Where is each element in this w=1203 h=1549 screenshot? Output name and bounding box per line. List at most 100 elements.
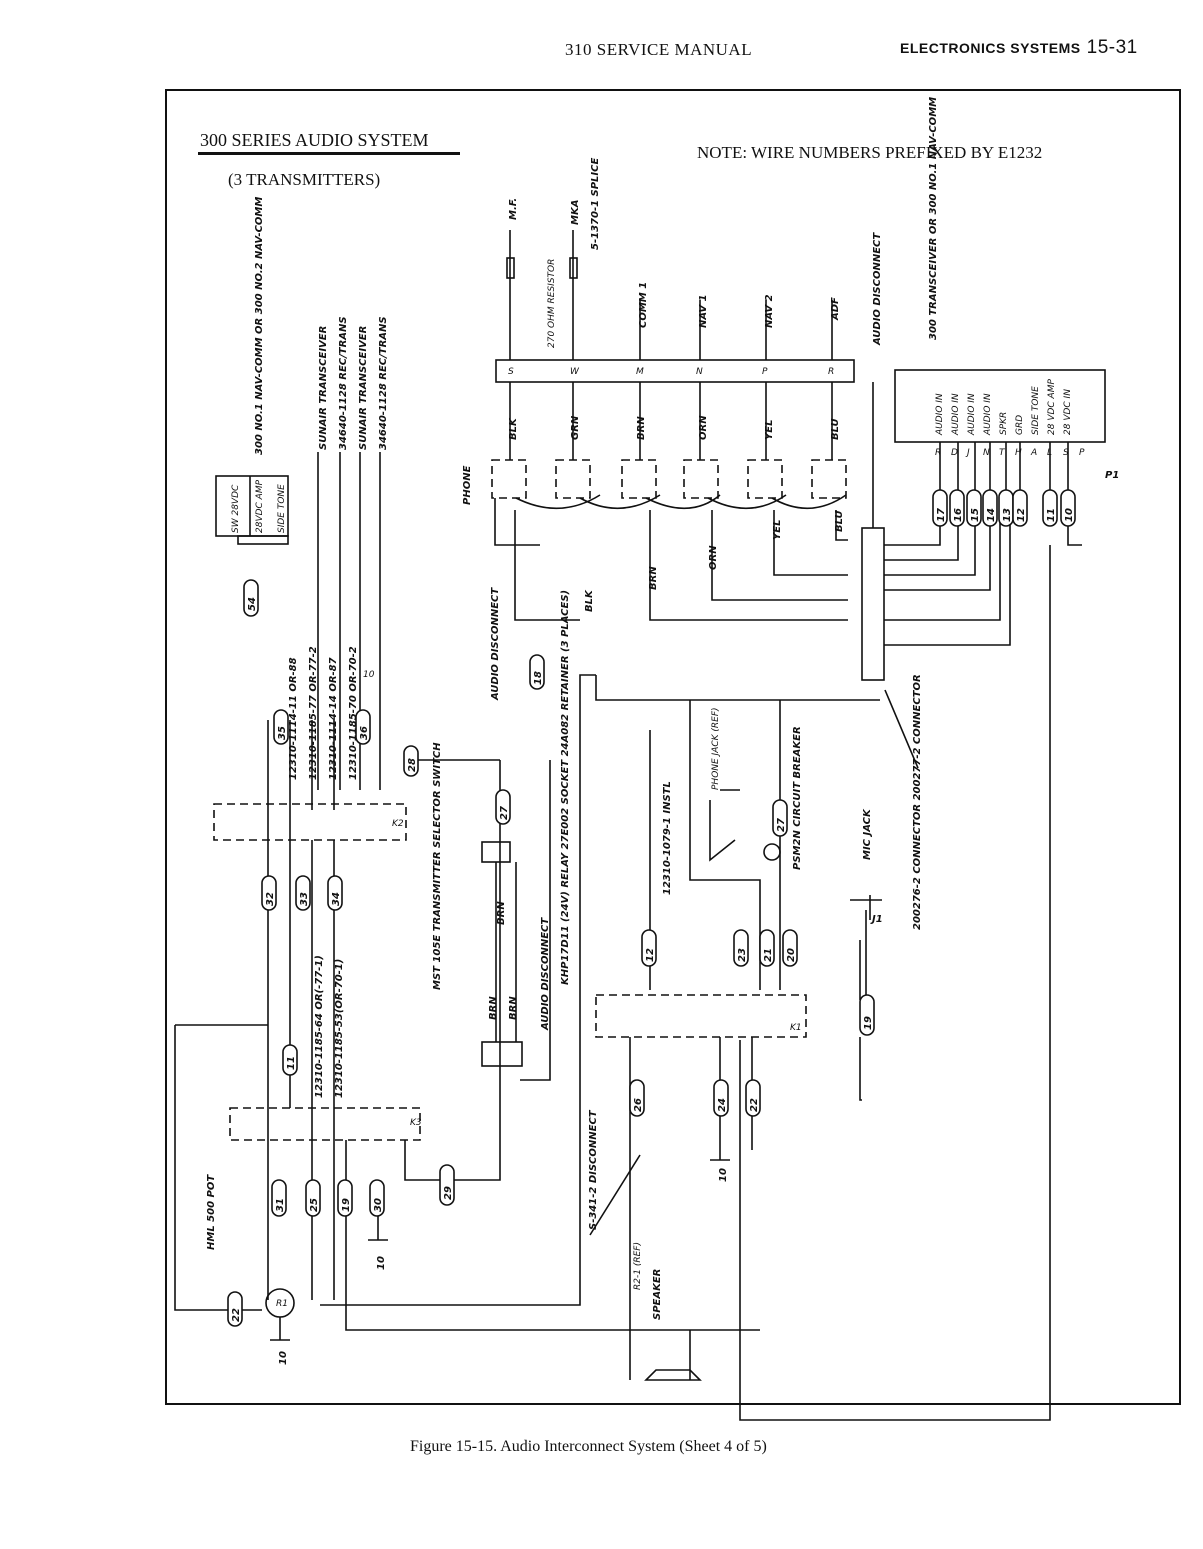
pin-letter-9: S: [1063, 448, 1069, 458]
terminal-letter-2: W: [570, 367, 580, 377]
page-number: 15-31: [1086, 37, 1138, 58]
phone-jack-label: PHONE JACK (REF): [711, 707, 721, 790]
sunair-label-1: SUNAIR TRANSCEIVER: [318, 326, 329, 450]
terminal-letter-6: R: [828, 367, 834, 377]
j1-label: J1: [870, 914, 883, 925]
wire-tag-18: 24: [717, 1098, 728, 1112]
terminal-letter-3: M: [636, 367, 644, 377]
wire-tag-21: 20: [786, 948, 797, 962]
terminal-letter-5: P: [762, 367, 768, 377]
wire-label-1: 12310-1114-11 OR-88: [288, 657, 299, 780]
pin-letter-6: H: [1015, 448, 1022, 458]
terminal-letter-4: N: [696, 367, 703, 377]
wire-label-6: 12310-1185-53(OR-70-1): [334, 959, 345, 1098]
terminal-strip-mid: [861, 527, 885, 681]
yel-label-mid: YEL: [772, 520, 783, 540]
brn-label-top: BRN: [636, 416, 647, 440]
relay-k1-label: K1: [790, 1023, 802, 1033]
terminal-strip-top: [495, 359, 855, 383]
wire-tag-29: 12: [1016, 508, 1027, 522]
blu-label-mid: BLU: [834, 510, 845, 532]
pin-label-7: SIDE TONE: [1031, 386, 1041, 435]
diagram-title: 300 SERIES AUDIO SYSTEM: [200, 130, 429, 150]
wire-tag-17: 26: [633, 1098, 644, 1112]
blk-label-mid: BLK: [584, 589, 595, 612]
ground-label-4: 10: [363, 670, 375, 680]
wire-tag-9: 31: [275, 1198, 286, 1212]
pin-letter-2: D: [951, 448, 958, 458]
wire-tag-30: 11: [1046, 508, 1057, 522]
orn-label-top: ORN: [698, 415, 709, 440]
wire-note: NOTE: WIRE NUMBERS PREFIXED BY E1232: [697, 143, 1043, 162]
audio-disconnect-mid-label: AUDIO DISCONNECT: [540, 917, 551, 1031]
wire-label-5: 12310-1185-64 OR(-77-1): [314, 955, 325, 1098]
pin-label-6: GRD: [1015, 415, 1025, 435]
wire-tag-31: 10: [1064, 508, 1075, 522]
relay-k3-box: [229, 1107, 421, 1141]
instl-label: 12310-1079-1 INSTL: [662, 781, 673, 895]
connector-label: 200276-2 CONNECTOR 200277-2 CONNECTOR: [912, 674, 923, 930]
mf-label: M.F.: [508, 198, 519, 220]
speaker-icon: [644, 1369, 702, 1381]
wire-tag-27: 14: [986, 508, 997, 522]
rec-trans-label-1: 34640-1128 REC/TRANS: [338, 316, 349, 450]
selector-switch-label: MST 105E TRANSMITTER SELECTOR SWITCH: [432, 742, 443, 990]
rec-trans-label-2: 34640-1128 REC/TRANS: [378, 316, 389, 450]
wire-tag-5: 32: [265, 892, 276, 906]
hml-pot-label: HML 500 POT: [206, 1174, 217, 1250]
nav2-label: NAV 2: [764, 294, 775, 328]
wire-label-2: 12310-1185-77 OR-77-2: [308, 646, 319, 780]
diagram-frame: [165, 89, 1181, 1405]
grn-label-top: GRN: [570, 415, 581, 440]
blu-label-top: BLU: [830, 418, 841, 440]
breaker-label: PSM2N CIRCUIT BREAKER: [792, 726, 803, 870]
diagram-subtitle: (3 TRANSMITTERS): [228, 170, 381, 189]
pin-label-2: AUDIO IN: [951, 393, 961, 436]
title-underline: [198, 152, 460, 155]
pin-letter-5: T: [999, 448, 1006, 458]
pin-label-5: SPKR: [999, 412, 1009, 435]
nav-comm-label: 300 NO.1 NAV-COMM OR 300 NO.2 NAV-COMM: [254, 197, 265, 455]
ground-label-3: 10: [718, 1168, 729, 1182]
brn-label-sel1: BRN: [496, 901, 507, 925]
lead-label-3: SIDE TONE: [277, 484, 287, 533]
wire-tag-10: 25: [309, 1198, 320, 1212]
wire-tag-4: 28: [407, 758, 418, 772]
pin-letter-7: A: [1030, 448, 1037, 458]
pin-letter-1: R: [935, 448, 941, 458]
wire-tag-26: 15: [970, 508, 981, 522]
wire-tag-33: 22: [231, 1308, 242, 1322]
sunair-label-2: SUNAIR TRANSCEIVER: [358, 326, 369, 450]
wire-tag-14: 27: [499, 806, 510, 820]
wire-tag-23: 19: [863, 1016, 874, 1030]
s341-disconnect-label: S-341-2 DISCONNECT: [588, 1109, 599, 1230]
transceiver-label: 300 TRANSCEIVER OR 300 NO.1 NAV-COMM: [928, 97, 939, 340]
r1-label: R1: [276, 1299, 288, 1309]
mic-jack-label: MIC JACK: [862, 808, 873, 860]
wire-tag-1: 54: [247, 597, 258, 611]
wire-label-3: 12310-1114-14 OR-87: [328, 657, 339, 780]
lead-label-2: 28VDC AMP: [255, 479, 265, 533]
wire-tag-19: 22: [749, 1098, 760, 1112]
lead-label-1: SW 28VDC: [231, 484, 241, 533]
wire-tag-6: 33: [299, 892, 310, 906]
terminal-letter-1: S: [508, 367, 514, 377]
wire-tag-8: 11: [286, 1056, 297, 1070]
wire-tags: 54 35 36 28 32 33 34 11 31 25 19 30 29 2…: [227, 489, 1076, 1327]
resistor-label: 270 OHM RESISTOR: [547, 259, 557, 348]
speaker-label: SPEAKER: [652, 1269, 663, 1320]
brn-label-mid: BRN: [648, 566, 659, 590]
wire-tag-20: 23: [737, 948, 748, 962]
pin-label-4: AUDIO IN: [983, 393, 993, 436]
audio-disconnect-top-label: AUDIO DISCONNECT: [872, 232, 883, 346]
wire-tag-24: 17: [936, 508, 947, 522]
transceiver-block: [894, 369, 1106, 443]
audio-disconnect-left-label: AUDIO DISCONNECT: [490, 587, 501, 701]
wire-tag-22: 21: [763, 948, 774, 962]
wire-tag-16: 12: [645, 948, 656, 962]
manual-title: 310 SERVICE MANUAL: [565, 40, 753, 59]
r2-ref-label: R2-1 (REF): [633, 1242, 643, 1290]
wire-tag-28: 13: [1002, 508, 1013, 522]
ground-label-2: 10: [376, 1256, 387, 1270]
